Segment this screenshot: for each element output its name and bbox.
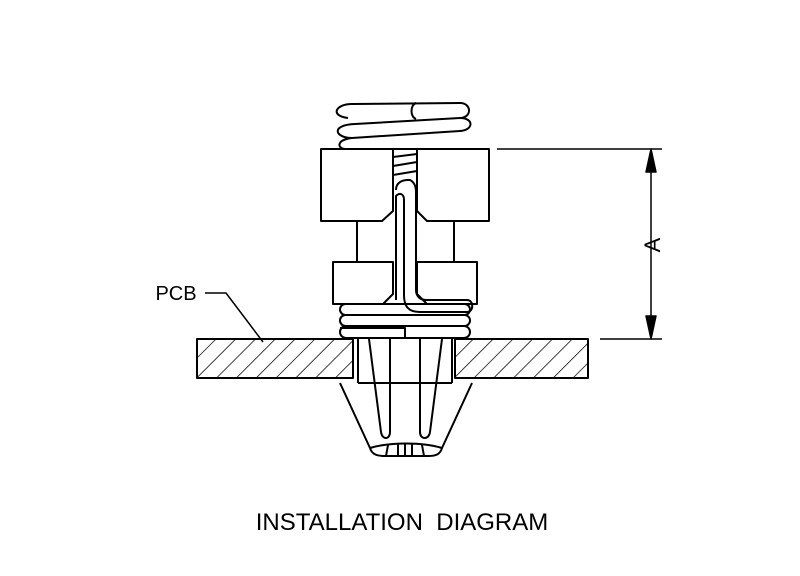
pcb-board xyxy=(196,338,589,379)
dimension-label: A xyxy=(640,237,665,252)
diagram-title: INSTALLATION DIAGRAM xyxy=(256,509,549,536)
pcb-label: PCB xyxy=(155,283,196,305)
shank xyxy=(357,338,453,439)
washer-coils xyxy=(339,303,471,339)
spring-coil xyxy=(335,102,472,176)
neck xyxy=(356,221,455,262)
pcb-leader-line xyxy=(205,292,264,343)
snap-cone xyxy=(339,382,473,457)
dimension-a xyxy=(497,148,662,340)
wire-pin xyxy=(395,179,474,313)
